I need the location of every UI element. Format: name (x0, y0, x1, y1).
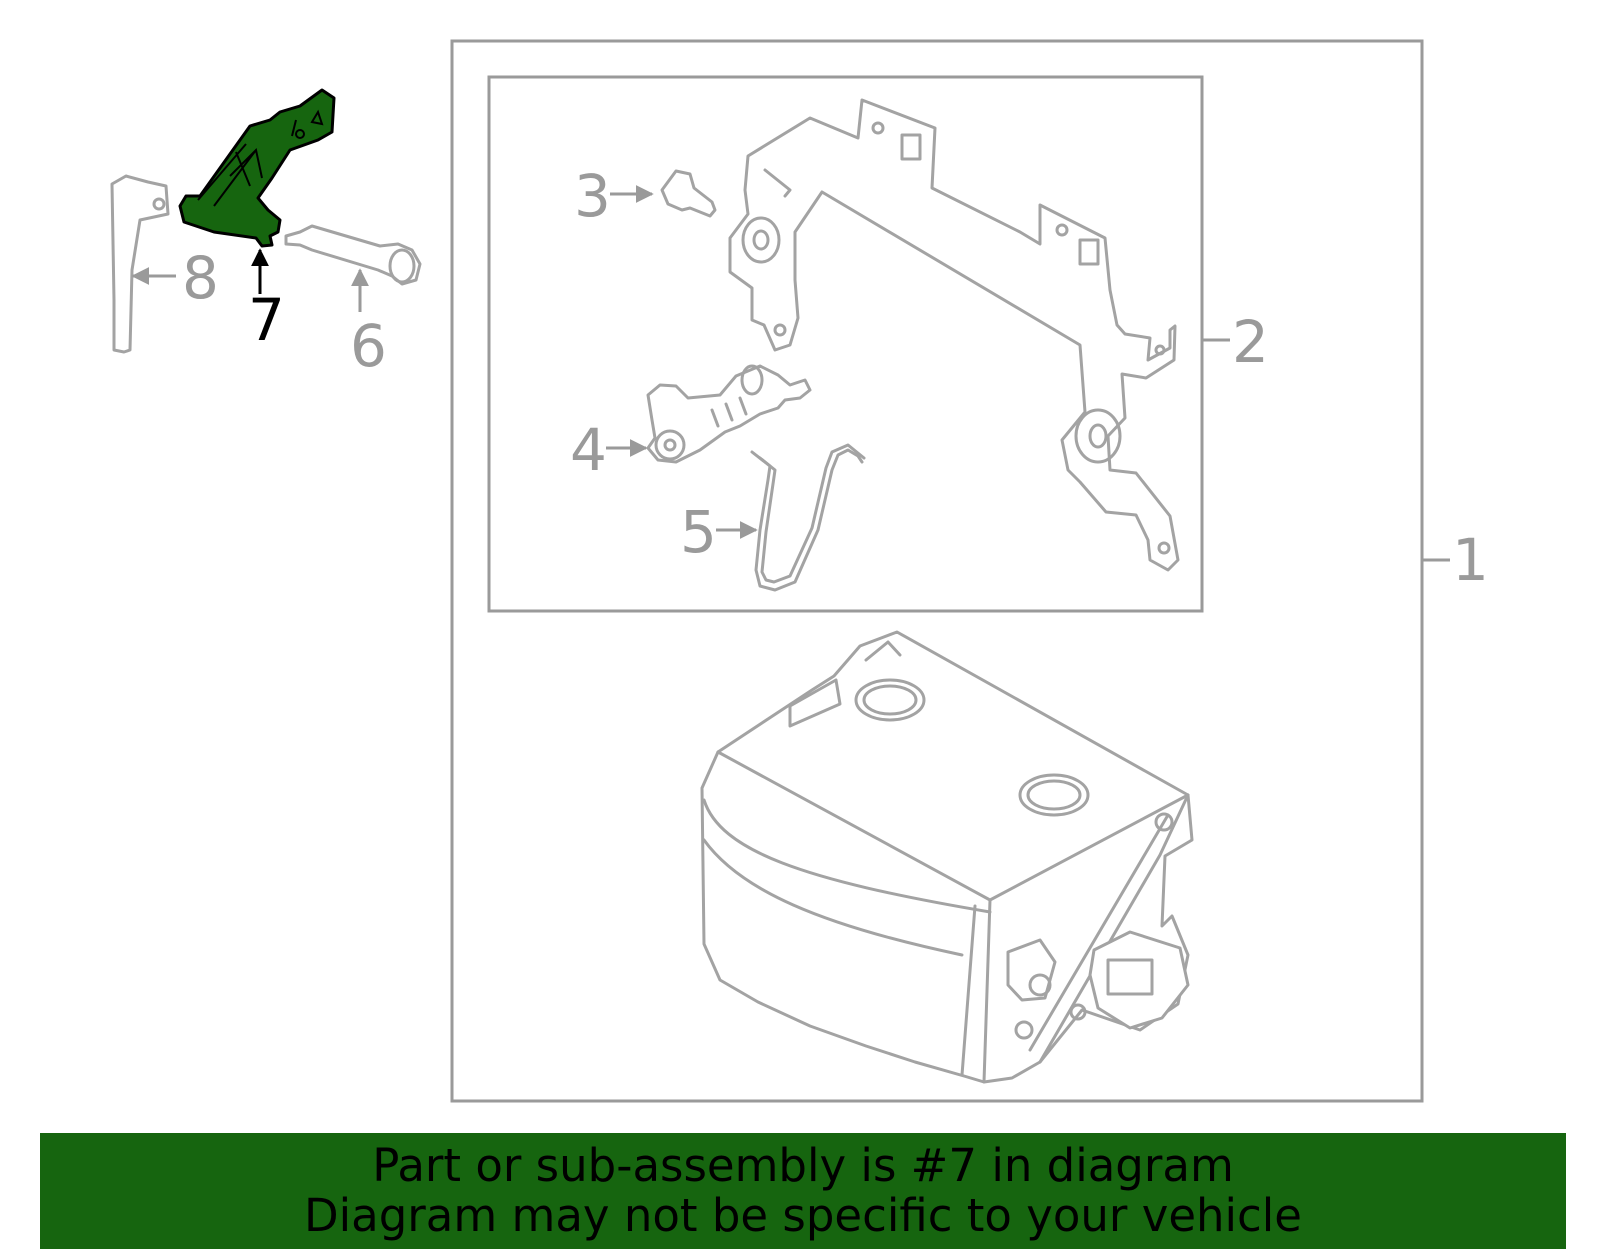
callout-5: 5 (680, 498, 717, 566)
subassembly-box-2 (487, 75, 1204, 613)
callout-2: 2 (1232, 308, 1269, 376)
assembly-box-1 (450, 39, 1424, 1103)
headlamp-housing (700, 630, 1194, 1084)
callout-3: 3 (574, 162, 611, 230)
side-bracket-plate (110, 174, 176, 354)
callout-7: 7 (248, 286, 285, 354)
banner-line-2: Diagram may not be specific to your vehi… (304, 1189, 1302, 1242)
info-banner: Part or sub-assembly is #7 in diagram Di… (40, 1133, 1566, 1249)
mounting-bracket (728, 98, 1180, 572)
callout-1: 1 (1452, 526, 1489, 594)
adjusting-screw (284, 224, 422, 312)
callout-6: 6 (350, 312, 387, 380)
callout-8: 8 (182, 244, 219, 312)
banner-line-1: Part or sub-assembly is #7 in diagram (372, 1139, 1234, 1192)
leveling-adjuster (606, 364, 812, 464)
highlighted-part-7 (178, 88, 336, 294)
callout-4: 4 (570, 416, 607, 484)
wire-spring (716, 443, 866, 592)
push-clip (610, 169, 717, 218)
